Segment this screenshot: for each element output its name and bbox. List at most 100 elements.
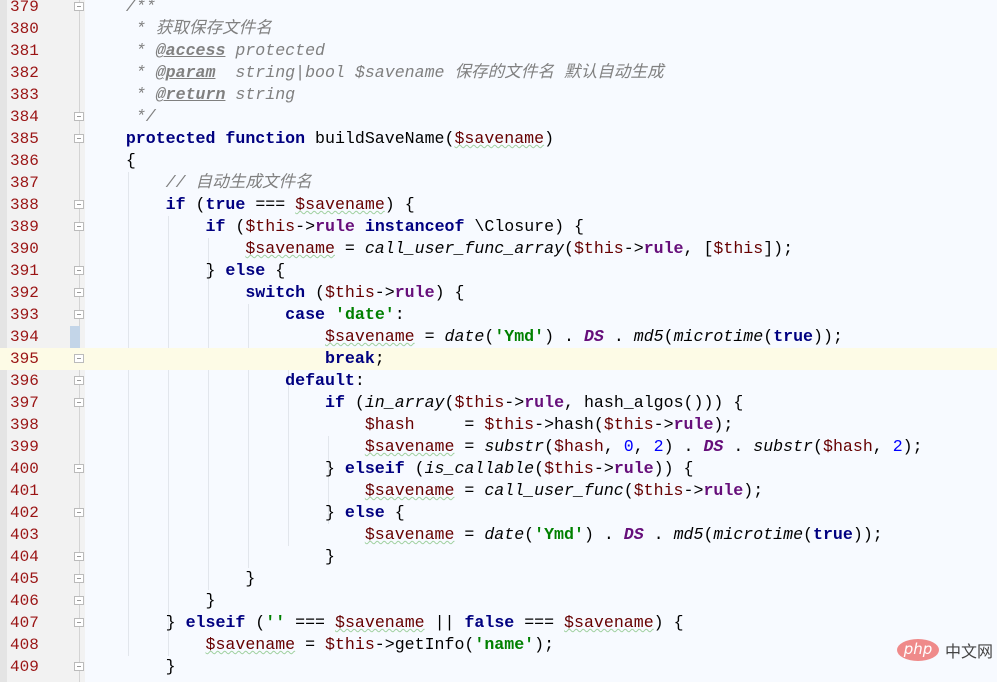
code-text: case 'date': [86,304,405,326]
code-text: $savename = call_user_func($this->rule); [86,480,763,502]
line-number: 405 [10,570,39,588]
code-token [86,217,206,236]
code-token [86,371,285,390]
code-line[interactable]: 390 $savename = call_user_func_array($th… [0,238,997,260]
code-token: call_user_func [484,481,624,500]
fold-toggle-icon[interactable] [74,134,84,143]
code-line[interactable]: 383 * @return string [0,84,997,106]
code-token: ->hash( [534,415,604,434]
fold-toggle-icon[interactable] [74,398,84,407]
line-number: 407 [10,614,39,632]
code-text: } [86,656,176,678]
fold-toggle-icon[interactable] [74,574,84,583]
code-line[interactable]: 387 // 自动生成文件名 [0,172,997,194]
code-line[interactable]: 381 * @access protected [0,40,997,62]
code-line[interactable]: 408 $savename = $this->getInfo('name'); [0,634,997,656]
fold-toggle-icon[interactable] [74,266,84,275]
code-token: , [603,437,624,456]
code-token: $this [633,481,684,500]
code-text: if ($this->rule instanceof \Closure) { [86,216,584,238]
code-line[interactable]: 402 } else { [0,502,997,524]
code-line[interactable]: 382 * @param string|bool $savename 保存的文件… [0,62,997,84]
code-text: * @return string [86,84,295,106]
code-line[interactable]: 380 * 获取保存文件名 [0,18,997,40]
code-line[interactable]: 389 if ($this->rule instanceof \Closure)… [0,216,997,238]
line-number: 398 [10,416,39,434]
code-line[interactable]: 399 $savename = substr($hash, 0, 2) . DS… [0,436,997,458]
code-token [325,305,335,324]
fold-toggle-icon[interactable] [74,354,84,363]
code-token: || [424,613,465,632]
code-line[interactable]: 400 } elseif (is_callable($this->rule)) … [0,458,997,480]
code-token [86,63,136,82]
code-line[interactable]: 388 if (true === $savename) { [0,194,997,216]
code-token: ; [374,349,385,368]
fold-toggle-icon[interactable] [74,508,84,517]
fold-toggle-icon[interactable] [74,288,84,297]
code-token [86,327,325,346]
code-token: = [414,327,445,346]
indent-guide [128,172,129,656]
code-token: * [135,41,156,60]
fold-toggle-icon[interactable] [74,662,84,671]
code-token [86,393,325,412]
code-line[interactable]: 401 $savename = call_user_func($this->ru… [0,480,997,502]
change-marker[interactable] [70,326,80,348]
code-line[interactable]: 385 protected function buildSaveName($sa… [0,128,997,150]
code-token: date [484,525,525,544]
code-token: = [414,415,485,434]
code-token: { [265,261,286,280]
code-token: ->getInfo( [374,635,475,654]
code-text: * 获取保存文件名 [86,18,272,40]
code-line[interactable]: 395 break; [0,348,997,370]
code-text: */ [86,106,156,128]
code-line[interactable]: 394 $savename = date('Ymd') . DS . md5(m… [0,326,997,348]
fold-toggle-icon[interactable] [74,310,84,319]
code-token [86,0,126,16]
line-number: 391 [10,262,39,280]
code-line[interactable]: 393 case 'date': [0,304,997,326]
code-line[interactable]: 398 $hash = $this->hash($this->rule); [0,414,997,436]
fold-toggle-icon[interactable] [74,618,84,627]
code-token: ( [404,459,425,478]
code-token: 'name' [474,635,535,654]
fold-toggle-icon[interactable] [74,596,84,605]
code-text: break; [86,348,385,370]
fold-toggle-icon[interactable] [74,464,84,473]
code-line[interactable]: 407 } elseif ('' === $savename || false … [0,612,997,634]
code-token: -> [683,481,704,500]
code-line[interactable]: 397 if (in_array($this->rule, hash_algos… [0,392,997,414]
fold-toggle-icon[interactable] [74,200,84,209]
code-token: $this [325,635,375,654]
code-line[interactable]: 379 /** [0,0,997,18]
code-line[interactable]: 405 } [0,568,997,590]
code-line[interactable]: 406 } [0,590,997,612]
line-number: 400 [10,460,39,478]
line-number: 387 [10,174,39,192]
code-line[interactable]: 403 $savename = date('Ymd') . DS . md5(m… [0,524,997,546]
fold-toggle-icon[interactable] [74,2,84,11]
code-token: . [723,437,754,456]
fold-toggle-icon[interactable] [74,376,84,385]
code-line[interactable]: 386 { [0,150,997,172]
code-line[interactable]: 409 } [0,656,997,678]
code-line[interactable]: 384 */ [0,106,997,128]
code-token [86,239,245,258]
code-token [86,437,365,456]
code-line[interactable]: 396 default: [0,370,997,392]
code-line[interactable]: 391 } else { [0,260,997,282]
code-token: ( [703,525,714,544]
fold-toggle-icon[interactable] [74,112,84,121]
code-line[interactable]: 404 } [0,546,997,568]
code-token [86,195,166,214]
code-token: is_callable [424,459,535,478]
fold-toggle-icon[interactable] [74,552,84,561]
code-token [86,525,365,544]
code-token: ( [305,283,325,302]
code-token: $savename [325,327,415,346]
code-token: @access [155,41,226,60]
code-line[interactable]: 392 switch ($this->rule) { [0,282,997,304]
watermark-text: 中文网 [945,642,994,661]
fold-toggle-icon[interactable] [74,222,84,231]
